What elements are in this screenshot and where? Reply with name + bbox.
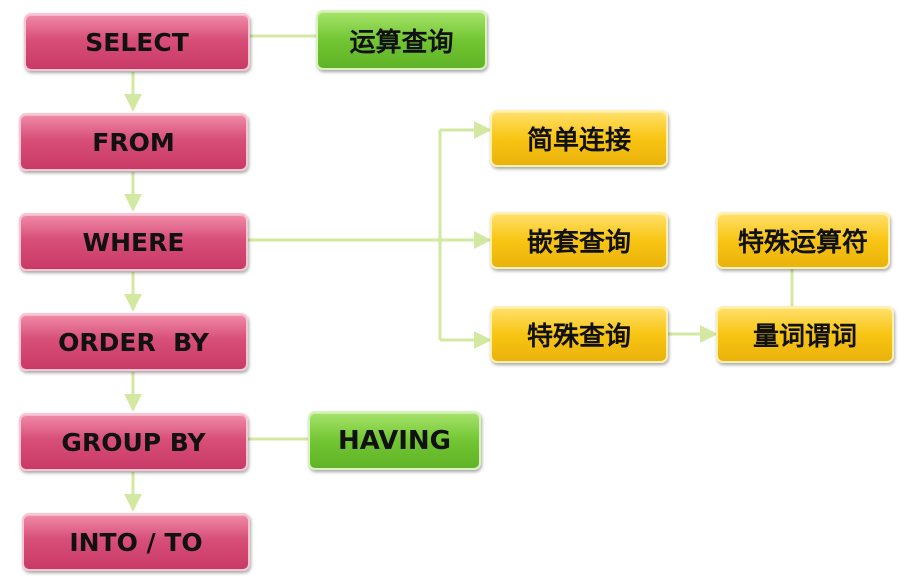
quantifier-predicate-box: 量词谓词 [716,306,894,363]
clause-from: FROM [19,113,248,171]
clause-group-by: GROUP BY [19,413,248,471]
clause-order-by: ORDER BY [19,313,248,371]
having-box: HAVING [308,411,481,470]
simple-join-box: 简单连接 [490,110,668,167]
clause-into-to: INTO / TO [22,513,250,571]
operation-query-box: 运算查询 [316,10,487,70]
clause-select: SELECT [24,13,250,71]
special-query-box: 特殊查询 [490,306,668,363]
clause-where: WHERE [19,213,248,271]
special-operator-box: 特殊运算符 [716,212,890,269]
nested-query-box: 嵌套查询 [490,212,668,269]
